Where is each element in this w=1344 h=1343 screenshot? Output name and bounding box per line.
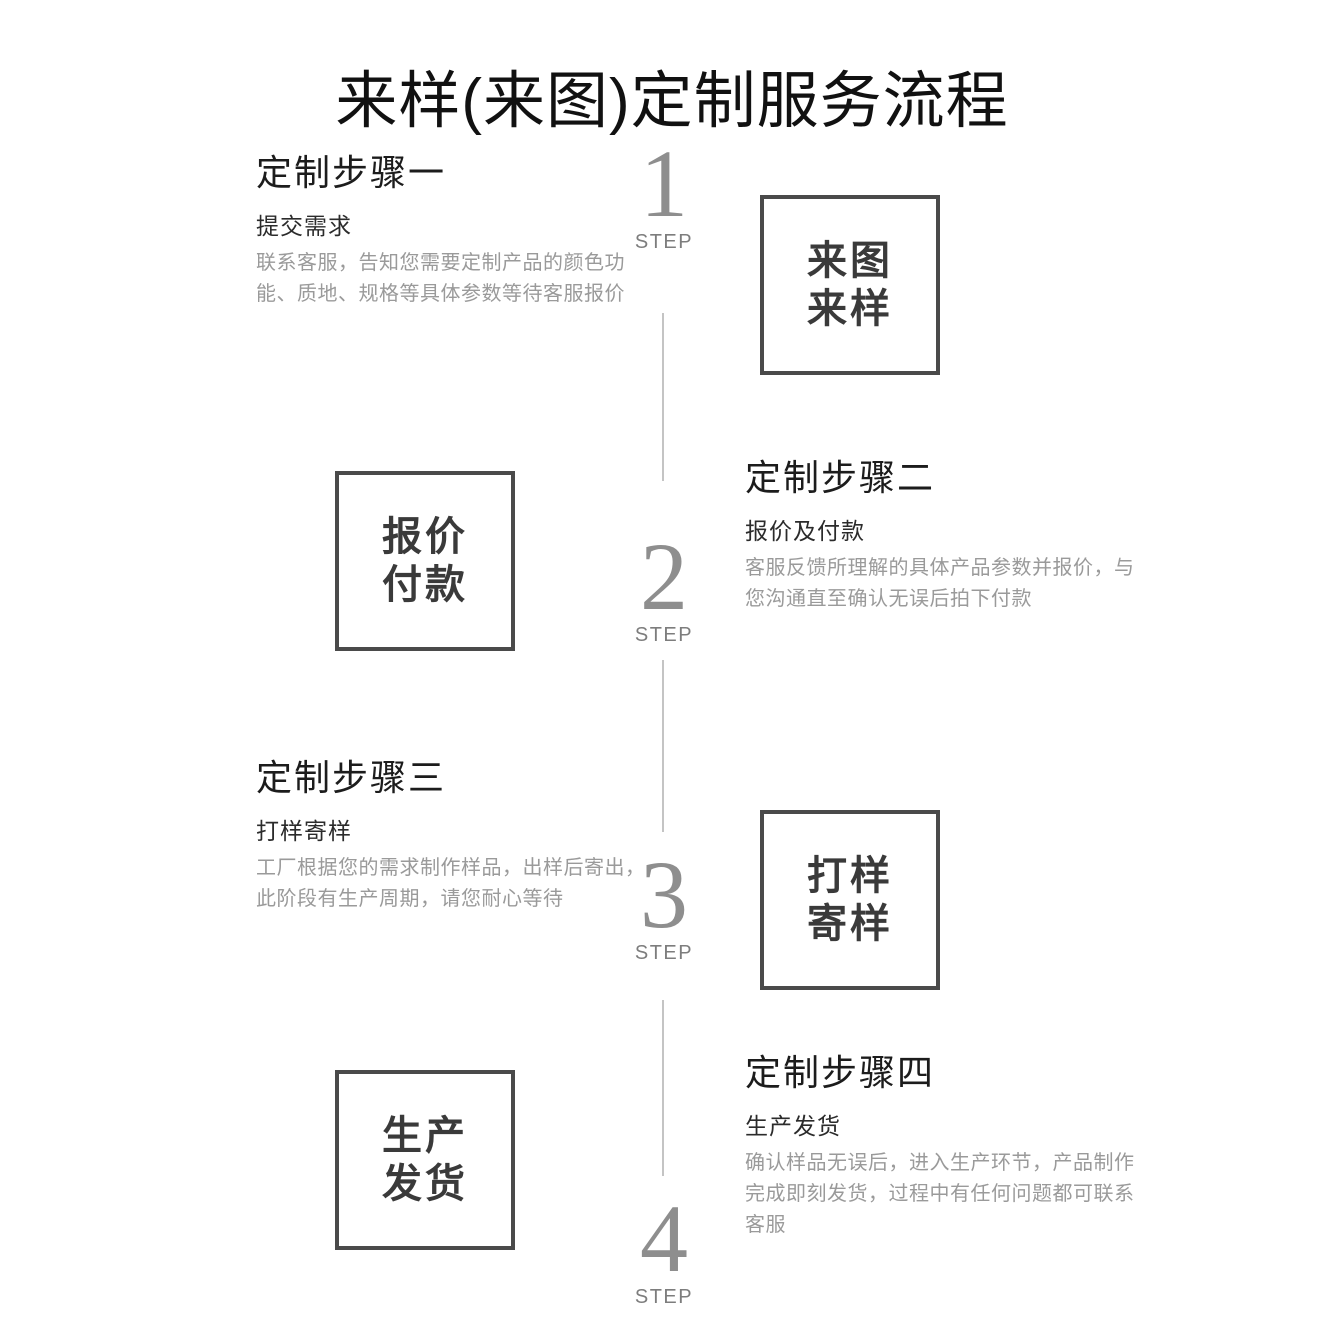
- step-2-number: 2: [640, 523, 688, 630]
- step-4-description: 确认样品无误后，进入生产环节，产品制作完成即刻发货，过程中有任何问题都可联系客服: [745, 1152, 1135, 1236]
- step-2-box-line-1: 报价: [382, 515, 468, 559]
- step-4-number-column: 4 STEP: [600, 1185, 728, 1309]
- step-4-text-block: 定制步骤四 生产发货 确认样品无误后，进入生产环节，产品制作完成即刻发货，过程中…: [745, 1050, 1145, 1241]
- step-3-subtitle: 打样寄样: [256, 818, 352, 844]
- step-1-box-line-2: 来样: [807, 287, 893, 331]
- step-1-text-block: 定制步骤一 提交需求 联系客服，告知您需要定制产品的颜色功能、质地、规格等具体参…: [256, 150, 656, 310]
- step-4-heading: 定制步骤四: [745, 1052, 936, 1093]
- step-3-number-column: 3 STEP: [600, 841, 728, 965]
- step-2-heading: 定制步骤二: [745, 457, 936, 498]
- step-2-step-label: STEP: [634, 624, 694, 646]
- step-1-description: 联系客服，告知您需要定制产品的颜色功能、质地、规格等具体参数等待客服报价: [256, 252, 625, 305]
- step-2-label-box: 报价 付款: [335, 471, 515, 651]
- step-3-description: 工厂根据您的需求制作样品，出样后寄出，此阶段有生产周期，请您耐心等待: [256, 857, 646, 910]
- step-3-box-line-2: 寄样: [807, 902, 893, 946]
- step-1-step-label: STEP: [634, 231, 694, 253]
- step-2-text-block: 定制步骤二 报价及付款 客服反馈所理解的具体产品参数并报价，与您沟通直至确认无误…: [745, 455, 1145, 615]
- step-4-box-line-1: 生产: [382, 1114, 468, 1158]
- connector-line-2-3: [662, 660, 664, 832]
- step-4-box-line-2: 发货: [382, 1162, 468, 1206]
- step-4-number: 4: [640, 1185, 688, 1292]
- step-1-number: 1: [640, 130, 688, 237]
- connector-line-3-4: [662, 1000, 664, 1176]
- step-1-subtitle: 提交需求: [256, 213, 352, 239]
- step-4-step-label: STEP: [634, 1286, 694, 1308]
- step-2-number-column: 2 STEP: [600, 523, 728, 647]
- step-row-2: 定制步骤二 报价及付款 客服反馈所理解的具体产品参数并报价，与您沟通直至确认无误…: [0, 455, 1344, 735]
- step-4-subtitle: 生产发货: [745, 1113, 841, 1139]
- step-2-subtitle: 报价及付款: [745, 518, 865, 544]
- step-3-label-box: 打样 寄样: [760, 810, 940, 990]
- step-3-step-label: STEP: [634, 942, 694, 964]
- step-1-box-line-1: 来图: [807, 239, 893, 283]
- step-row-4: 定制步骤四 生产发货 确认样品无误后，进入生产环节，产品制作完成即刻发货，过程中…: [0, 1050, 1344, 1330]
- step-row-3: 定制步骤三 打样寄样 工厂根据您的需求制作样品，出样后寄出，此阶段有生产周期，请…: [0, 755, 1344, 1035]
- connector-line-1-2: [662, 313, 664, 481]
- step-3-heading: 定制步骤三: [256, 757, 447, 798]
- step-1-label-box: 来图 来样: [760, 195, 940, 375]
- step-3-box-line-1: 打样: [807, 854, 893, 898]
- step-1-heading: 定制步骤一: [256, 152, 447, 193]
- step-row-1: 定制步骤一 提交需求 联系客服，告知您需要定制产品的颜色功能、质地、规格等具体参…: [0, 136, 1344, 430]
- step-1-number-column: 1 STEP: [600, 130, 728, 254]
- step-3-text-block: 定制步骤三 打样寄样 工厂根据您的需求制作样品，出样后寄出，此阶段有生产周期，请…: [256, 755, 656, 915]
- step-3-number: 3: [640, 841, 688, 948]
- page-title: 来样(来图)定制服务流程: [335, 66, 1009, 136]
- step-4-label-box: 生产 发货: [335, 1070, 515, 1250]
- step-2-description: 客服反馈所理解的具体产品参数并报价，与您沟通直至确认无误后拍下付款: [745, 557, 1135, 610]
- step-2-box-line-2: 付款: [382, 563, 468, 607]
